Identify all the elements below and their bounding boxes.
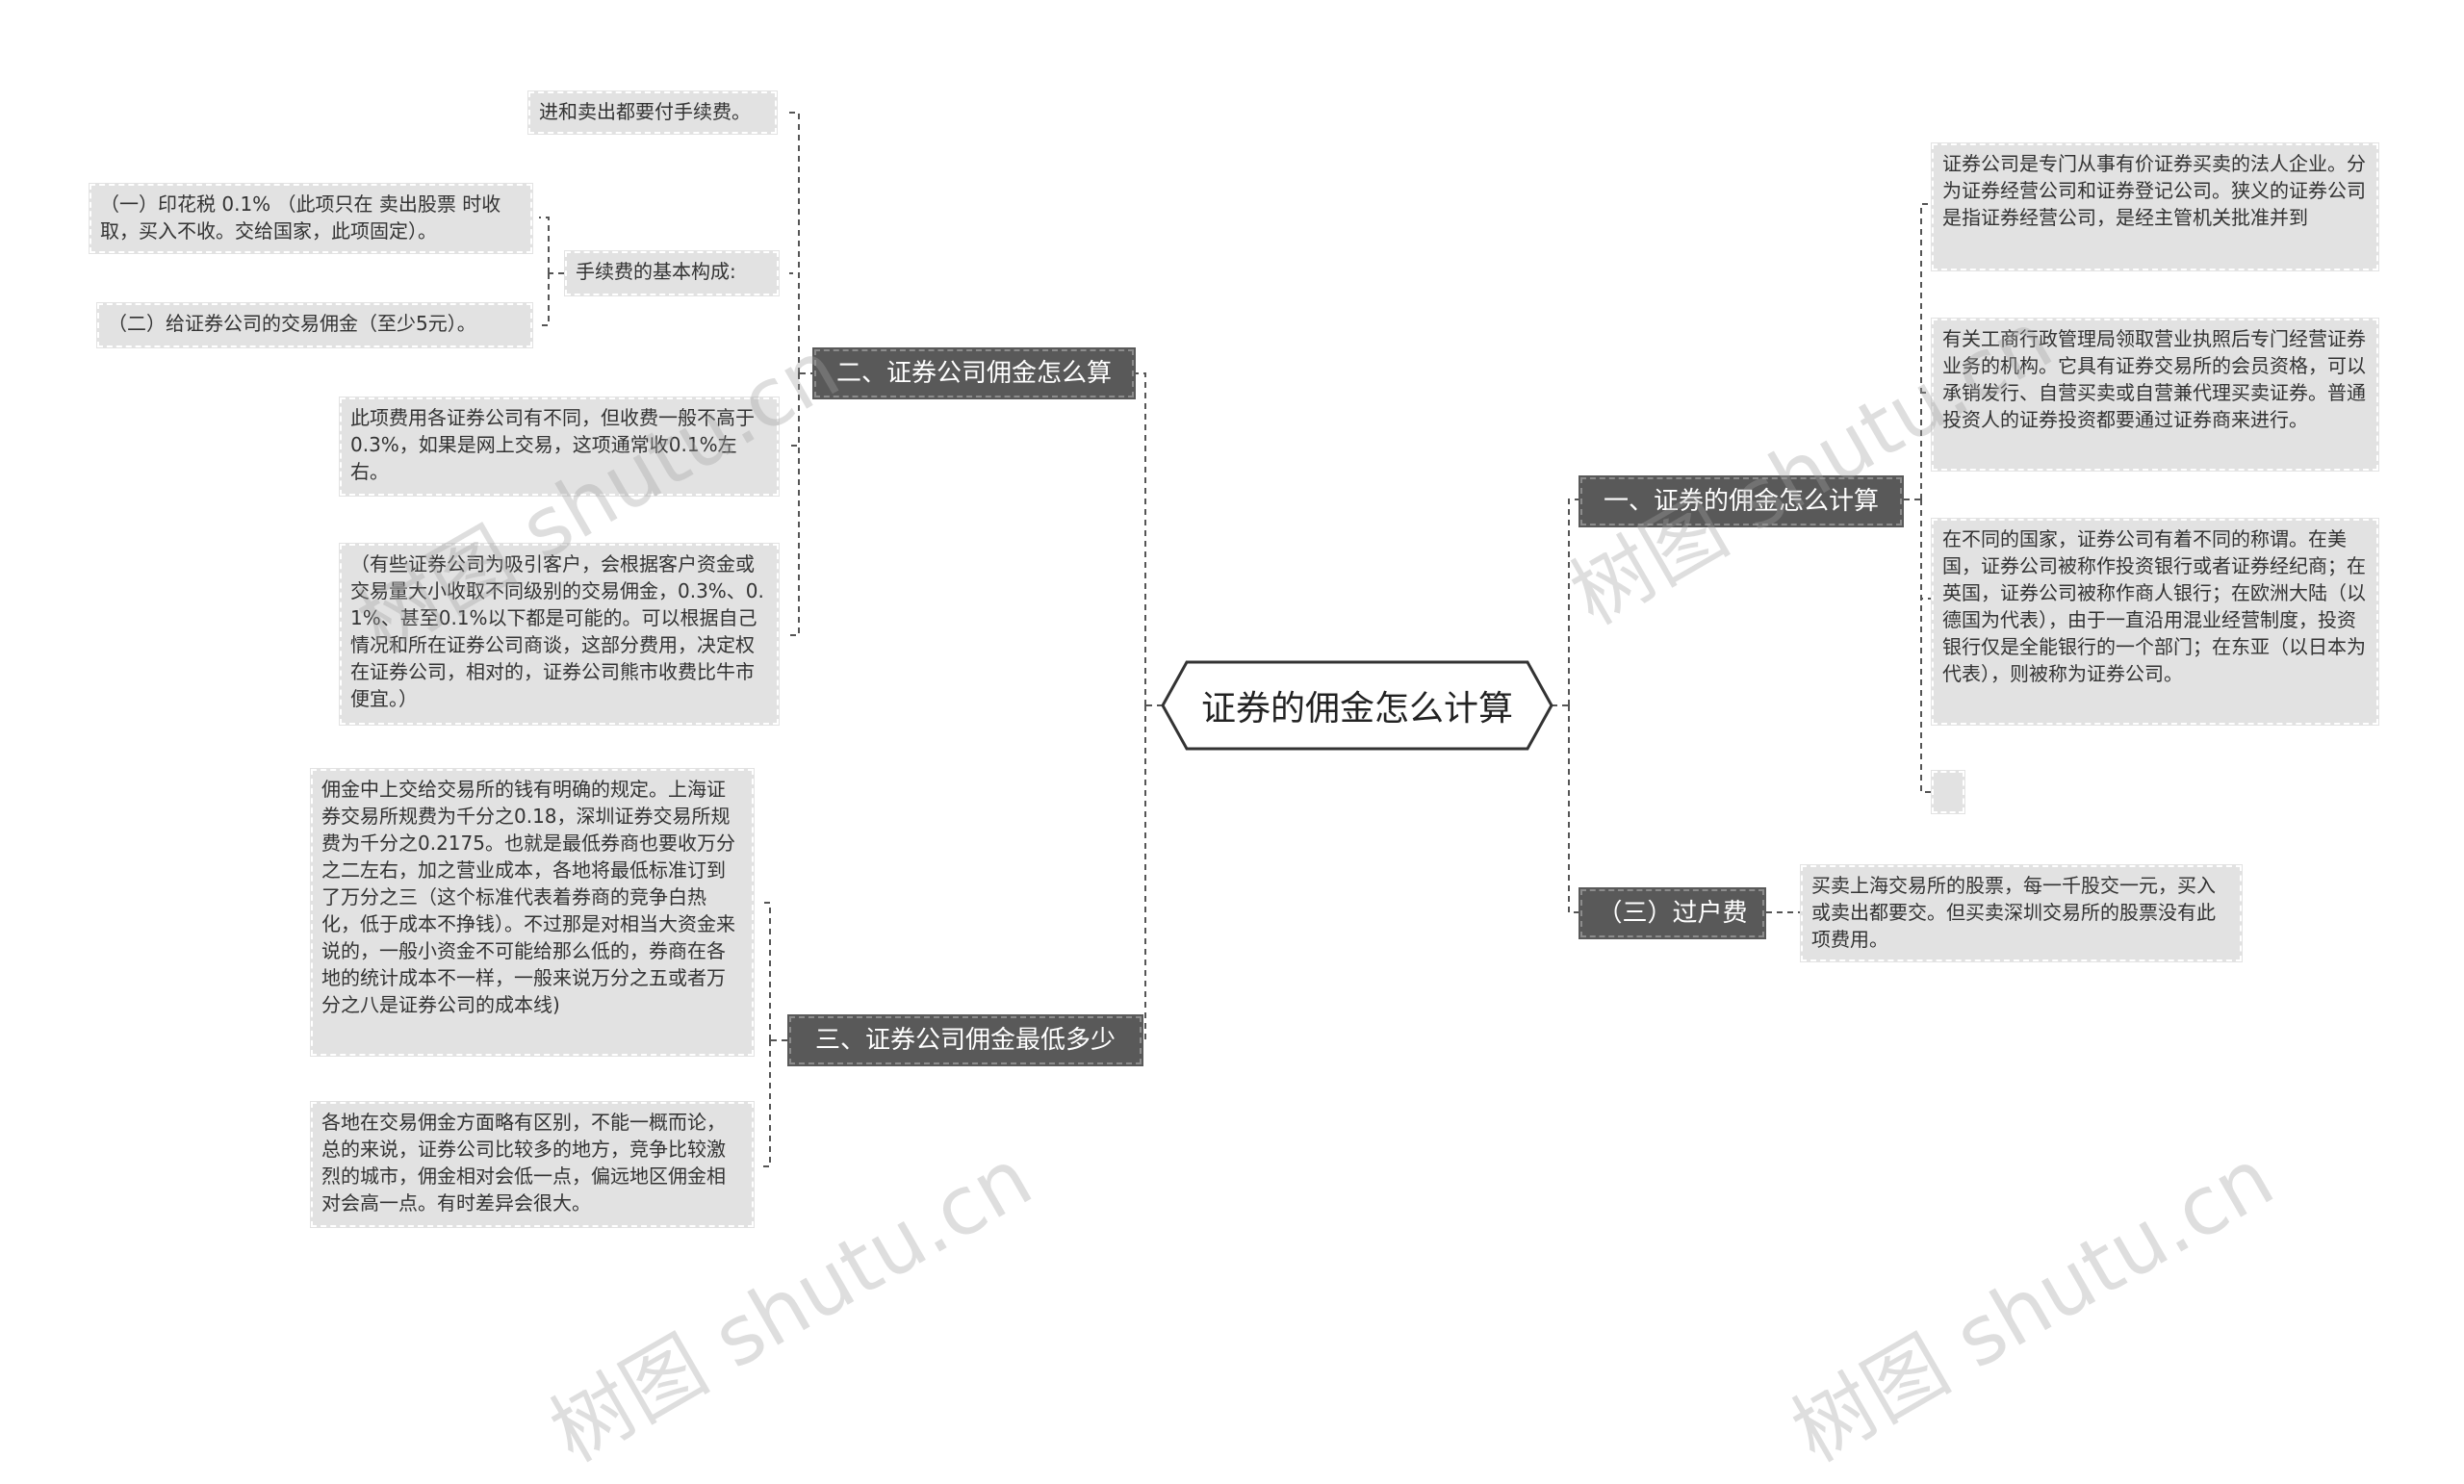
leaf-transfer-fee-detail[interactable]: 买卖上海交易所的股票，每一千股交一元，买入或卖出都要交。但买卖深圳交易所的股票没… <box>1800 864 2243 962</box>
connector-lines <box>539 112 1931 1167</box>
root-shape <box>1161 660 1553 751</box>
fee-composition-label: 手续费的基本构成: <box>576 260 736 283</box>
leaf-empty[interactable] <box>1931 770 1965 814</box>
fee-composition[interactable]: 手续费的基本构成: <box>564 250 780 296</box>
leaf-exchange-fees[interactable]: 佣金中上交给交易所的钱有明确的规定。上海证券交易所规费为千分之0.18，深圳证券… <box>310 768 755 1057</box>
branch-minimum-commission[interactable]: 三、证券公司佣金最低多少 <box>787 1014 1143 1066</box>
branch-label: 三、证券公司佣金最低多少 <box>814 1026 1116 1055</box>
branch-label: 一、证券的佣金怎么计算 <box>1603 487 1879 516</box>
branch-transfer-fee[interactable]: （三）过户费 <box>1578 887 1766 939</box>
mind-map-canvas: 证券的佣金怎么计算 一、证券的佣金怎么计算 （三）过户费 证券公司是专门从事有价… <box>89 90 2379 1480</box>
branch-label: 二、证券公司佣金怎么算 <box>835 359 1112 388</box>
leaf-trading-commission[interactable]: （二）给证券公司的交易佣金（至少5元）。 <box>96 302 533 348</box>
leaf-securities-company-definition[interactable]: 证券公司是专门从事有价证券买卖的法人企业。分为证券经营公司和证券登记公司。狭义的… <box>1931 142 2379 271</box>
leaf-country-names[interactable]: 在不同的国家，证券公司有着不同的称谓。在美国，证券公司被称作投资银行或者证券经纪… <box>1931 518 2379 726</box>
leaf-securities-business-institution[interactable]: 有关工商行政管理局领取营业执照后专门经营证券业务的机构。它具有证券交易所的会员资… <box>1931 318 2379 472</box>
leaf-fee-variation[interactable]: 此项费用各证券公司有不同，但收费一般不高于0.3%，如果是网上交易，这项通常收0… <box>339 397 780 497</box>
root-topic[interactable]: 证券的佣金怎么计算 <box>1163 662 1552 749</box>
leaf-regional-difference[interactable]: 各地在交易佣金方面略有区别，不能一概而论，总的来说，证券公司比较多的地方，竞争比… <box>310 1101 755 1228</box>
root-label: 证券的佣金怎么计算 <box>1200 689 1513 729</box>
leaf-commission-negotiation[interactable]: （有些证券公司为吸引客户，会根据客户资金或交易量大小收取不同级别的交易佣金，0.… <box>339 543 780 726</box>
leaf-stamp-duty[interactable]: （一）印花税 0.1% （此项只在 卖出股票 时收取，买入不收。交给国家，此项固… <box>89 183 533 254</box>
leaf-buy-sell-fee[interactable]: 进和卖出都要付手续费。 <box>527 90 778 135</box>
branch-company-commission[interactable]: 二、证券公司佣金怎么算 <box>812 347 1136 399</box>
branch-commission-calculation[interactable]: 一、证券的佣金怎么计算 <box>1578 475 1904 527</box>
branch-label: （三）过户费 <box>1597 899 1748 928</box>
